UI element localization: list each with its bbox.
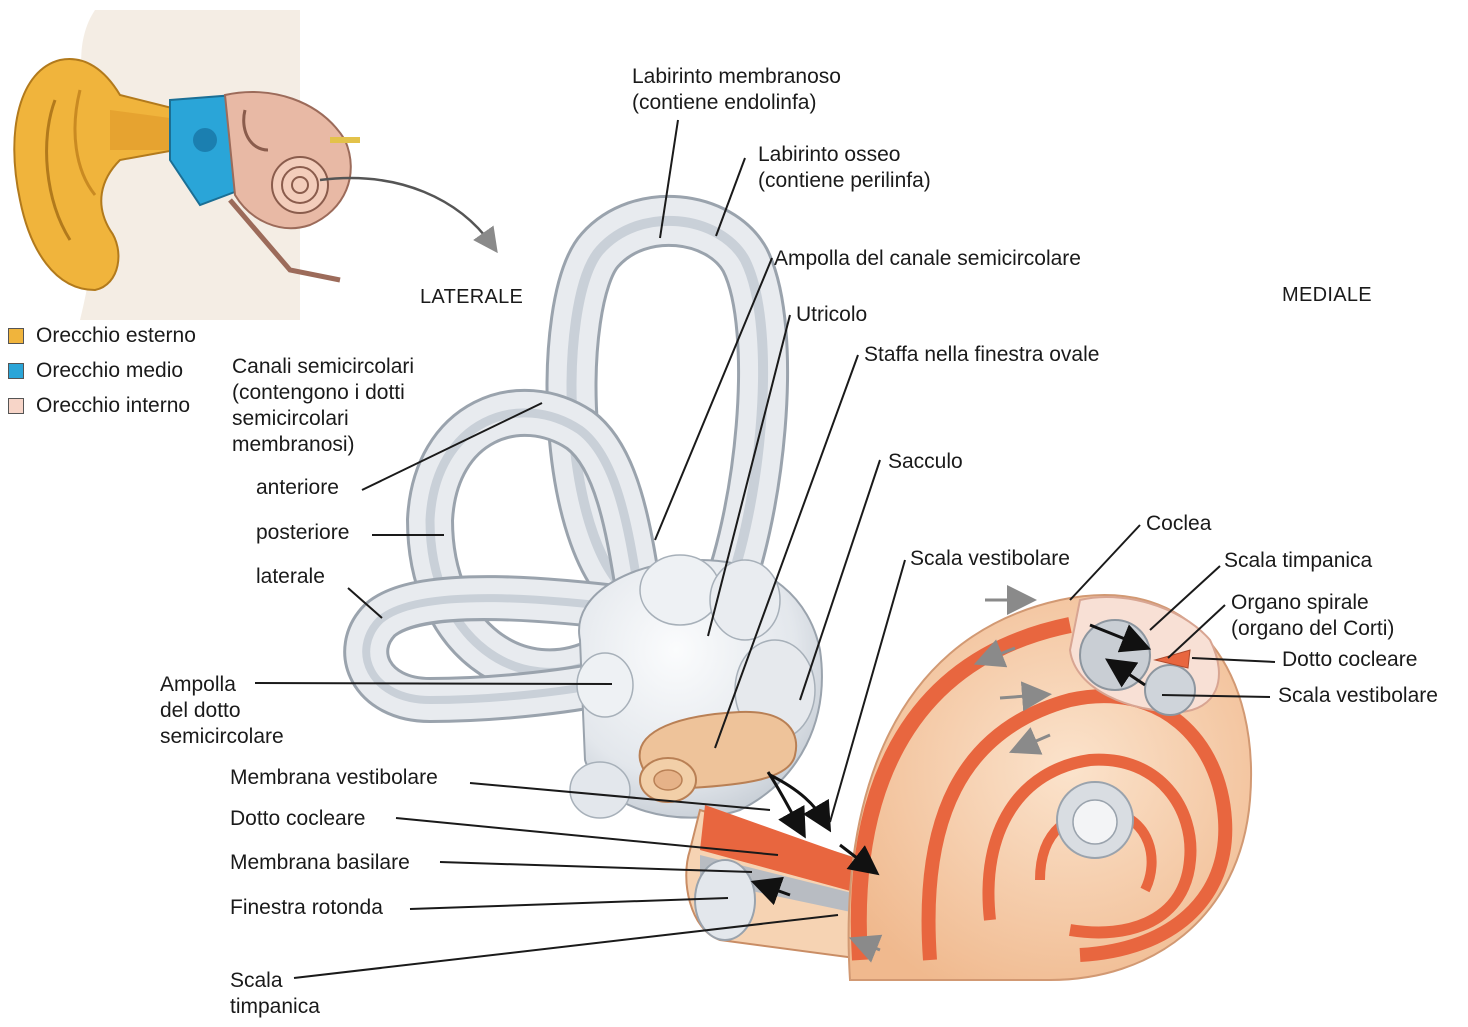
label-labirinto-membranoso: Labirinto membranoso (contiene endolinfa… xyxy=(632,64,841,116)
label-line: (contiene perilinfa) xyxy=(758,169,931,192)
label-scala-timpanica-right: Scala timpanica xyxy=(1224,549,1373,572)
label-scala-vestibolare-right: Scala vestibolare xyxy=(1278,684,1438,707)
label-staffa: Staffa nella finestra ovale xyxy=(864,343,1100,366)
cochlea xyxy=(685,585,1252,981)
label-line: Organo spirale xyxy=(1231,591,1369,614)
legend-label: Orecchio esterno xyxy=(36,323,196,347)
label-membrana-vestibolare: Membrana vestibolare xyxy=(230,766,438,789)
label-line: Ampolla xyxy=(160,673,236,696)
label-line: timpanica xyxy=(230,995,320,1018)
legend-swatch xyxy=(8,397,24,414)
label-line: (contiene endolinfa) xyxy=(632,91,817,114)
direction-lateral: LATERALE xyxy=(420,286,524,308)
label-membrana-basilare: Membrana basilare xyxy=(230,851,410,874)
label-line: Labirinto membranoso xyxy=(632,65,841,88)
label-coclea: Coclea xyxy=(1146,512,1212,535)
label-ampolla-dotto: Ampolla del dotto semicircolare xyxy=(160,672,284,750)
label-laterale: laterale xyxy=(256,565,325,588)
legend-swatch xyxy=(8,327,24,344)
label-ampolla-canale: Ampolla del canale semicircolare xyxy=(774,247,1081,270)
legend-label: Orecchio medio xyxy=(36,358,184,382)
label-line: Labirinto osseo xyxy=(758,143,901,166)
label-line: Scala xyxy=(230,969,283,992)
label-line: (contengono i dotti xyxy=(232,381,405,404)
legend-swatch xyxy=(8,362,24,379)
label-line: semicircolari xyxy=(232,407,349,430)
label-finestra-rotonda: Finestra rotonda xyxy=(230,896,383,919)
legend: Orecchio esterno Orecchio medio Orecchio… xyxy=(8,318,196,423)
label-organo-spirale: Organo spirale (organo del Corti) xyxy=(1231,590,1394,642)
legend-item: Orecchio esterno xyxy=(8,318,196,353)
semicircular-canals xyxy=(343,194,823,819)
label-line: Canali semicircolari xyxy=(232,355,415,378)
label-dotto-cocleare-left: Dotto cocleare xyxy=(230,807,366,830)
label-line: (organo del Corti) xyxy=(1231,617,1395,640)
direction-medial: MEDIALE xyxy=(1282,284,1372,306)
label-scala-timpanica-left: Scala timpanica xyxy=(230,968,320,1020)
label-dotto-cocleare-right: Dotto cocleare xyxy=(1282,648,1418,671)
leader-lines xyxy=(254,119,1276,979)
label-line: del dotto xyxy=(160,699,241,722)
label-posteriore: posteriore xyxy=(256,521,350,544)
legend-item: Orecchio interno xyxy=(8,388,196,423)
legend-item: Orecchio medio xyxy=(8,353,196,388)
label-labirinto-osseo: Labirinto osseo (contiene perilinfa) xyxy=(758,142,931,194)
label-canali-semicircolari: Canali semicircolari (contengono i dotti… xyxy=(232,354,414,458)
label-anteriore: anteriore xyxy=(256,476,339,499)
label-line: semicircolare xyxy=(160,725,284,748)
ear-overview-illustration xyxy=(13,10,498,320)
label-utricolo: Utricolo xyxy=(796,303,868,326)
label-scala-vestibolare-top: Scala vestibolare xyxy=(910,547,1070,570)
label-sacculo: Sacculo xyxy=(888,450,963,473)
legend-label: Orecchio interno xyxy=(36,393,191,417)
label-line: membranosi) xyxy=(232,433,355,456)
